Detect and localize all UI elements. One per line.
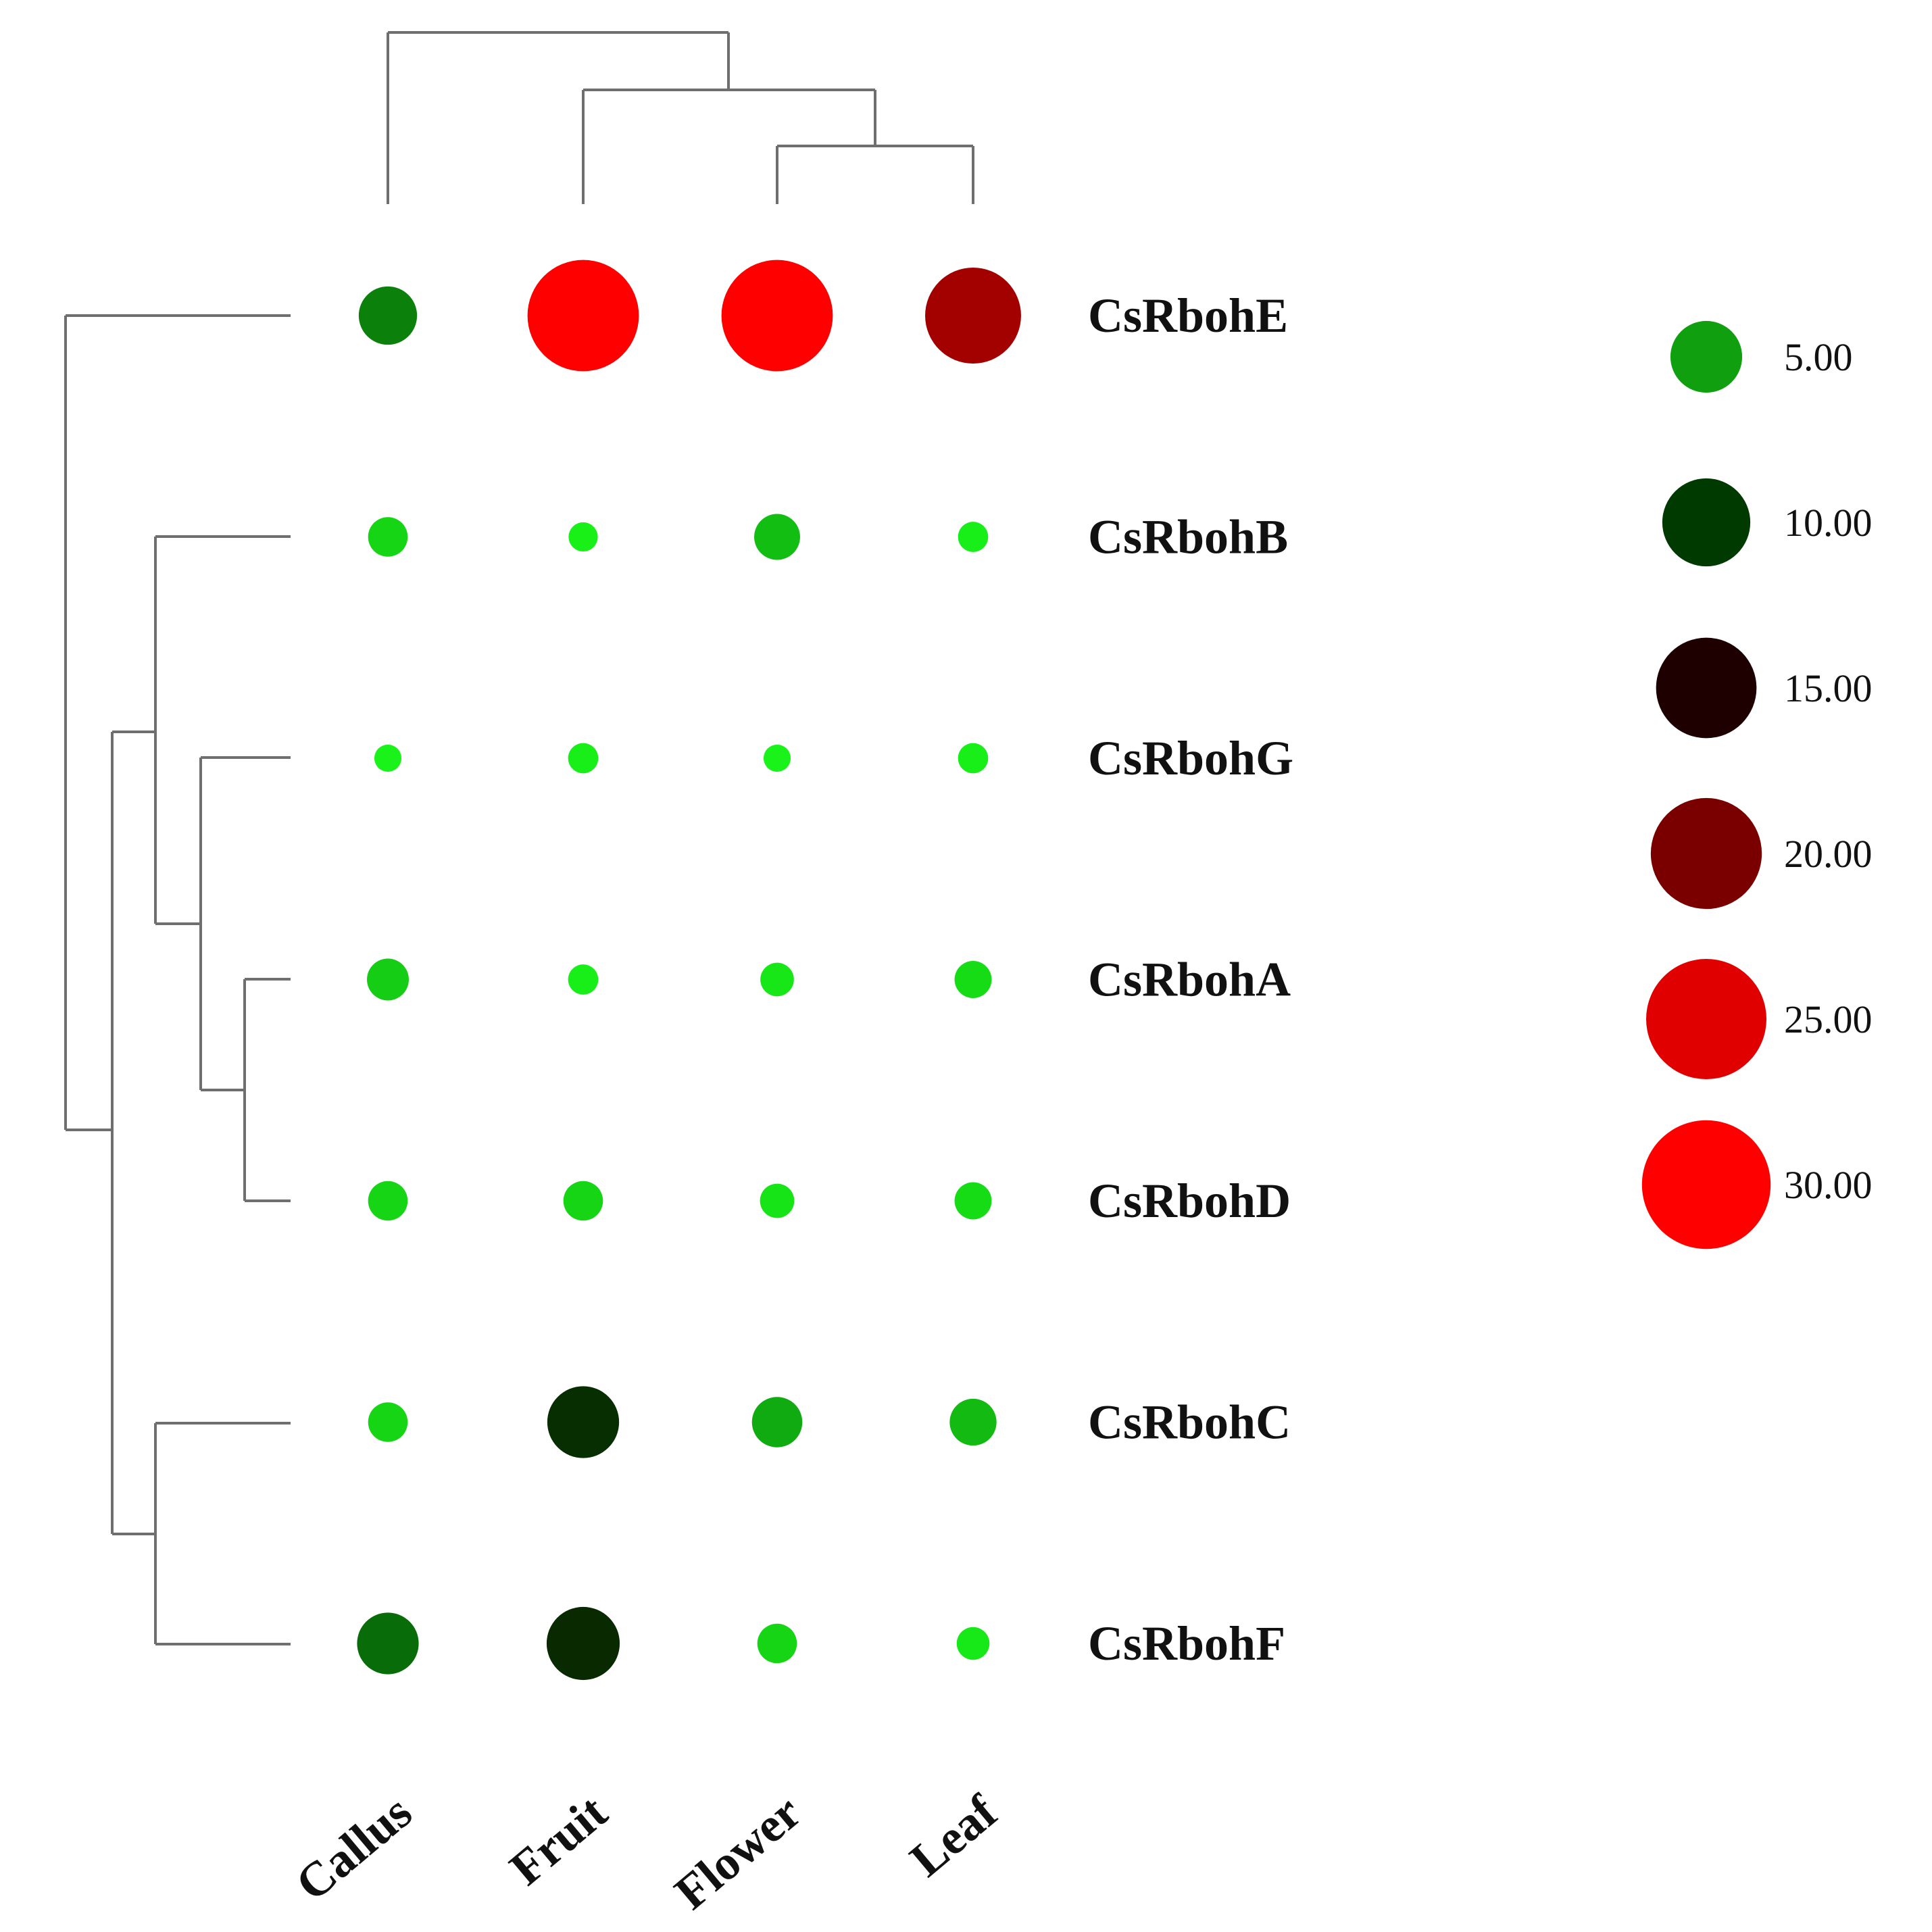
bubble-csrbohf-flower (757, 1623, 797, 1664)
bubble-grid (357, 259, 1021, 1681)
legend-bubble-20 (1650, 797, 1762, 910)
legend-label-5: 5.00 (1784, 335, 1853, 379)
gene-label-csrbohb: CsRbohB (1088, 510, 1288, 564)
legend-bubble-5 (1670, 320, 1743, 393)
bubble-csrbohf-fruit (546, 1606, 620, 1681)
gene-label-csrbohe: CsRbohE (1088, 289, 1288, 343)
gene-label-csrbohd: CsRbohD (1088, 1174, 1291, 1228)
bubble-csrbohb-fruit (568, 522, 598, 552)
row-dendrogram (64, 314, 291, 1645)
bubble-csrbohe-callus (358, 286, 418, 345)
legend-label-15: 15.00 (1784, 666, 1873, 710)
bubble-csrboha-leaf (954, 961, 992, 998)
bubble-csrbohc-fruit (547, 1386, 620, 1458)
bubble-csrbohb-flower (754, 514, 800, 560)
tissue-label-leaf: Leaf (900, 1784, 1008, 1887)
bubble-csrbohd-leaf (954, 1182, 992, 1220)
bubble-csrbohg-leaf (958, 743, 989, 774)
gene-label-csrbohc: CsRbohC (1088, 1395, 1291, 1450)
tissue-label-fruit: Fruit (499, 1785, 617, 1896)
bubble-csrbohc-leaf (949, 1398, 997, 1446)
legend-bubble-30 (1641, 1120, 1771, 1249)
legend-bubble-15 (1656, 637, 1757, 739)
legend-label-30: 30.00 (1784, 1163, 1873, 1207)
bubble-csrbohc-flower (751, 1397, 803, 1447)
column-dendrogram (387, 31, 974, 204)
bubble-csrbohb-callus (368, 517, 408, 557)
bubble-csrbohf-leaf (956, 1627, 990, 1660)
bubble-csrbohd-callus (368, 1181, 408, 1221)
bubble-csrbohe-flower (721, 259, 833, 372)
legend-bubble-10 (1662, 478, 1751, 567)
legend-label-20: 20.00 (1784, 832, 1873, 876)
bubble-csrbohb-leaf (958, 522, 989, 552)
bubble-csrbohf-callus (357, 1612, 419, 1675)
gene-label-csrbohg: CsRbohG (1088, 731, 1293, 785)
bubble-csrbohg-flower (763, 744, 791, 772)
bubble-csrbohg-callus (374, 744, 402, 772)
gene-label-csrbohf: CsRbohF (1088, 1616, 1285, 1670)
tissue-label-flower: Flower (664, 1785, 811, 1920)
legend-bubble-25 (1646, 959, 1766, 1079)
bubble-csrbohd-fruit (563, 1181, 603, 1221)
size-color-legend: 5.00 10.00 15.00 20.00 25.00 30.00 (1641, 320, 1873, 1249)
bubble-csrbohe-fruit (527, 259, 639, 372)
bubble-csrboha-flower (760, 962, 794, 997)
legend-label-25: 25.00 (1784, 997, 1873, 1041)
tissue-labels: Callus Fruit Flower Leaf (286, 1784, 1008, 1920)
bubble-csrbohe-leaf (925, 268, 1021, 364)
legend-label-10: 10.00 (1784, 501, 1873, 545)
bubble-csrbohg-fruit (568, 743, 599, 774)
tissue-label-callus: Callus (286, 1785, 422, 1911)
bubble-csrboha-fruit (568, 964, 599, 995)
gene-labels: CsRbohE CsRbohB CsRbohG CsRbohA CsRbohD CsRbo… (1088, 289, 1293, 1670)
bubble-csrbohc-callus (368, 1402, 408, 1442)
gene-label-csrboha: CsRbohA (1088, 953, 1291, 1007)
bubble-csrbohd-flower (760, 1183, 795, 1218)
bubble-csrboha-callus (367, 958, 409, 1001)
